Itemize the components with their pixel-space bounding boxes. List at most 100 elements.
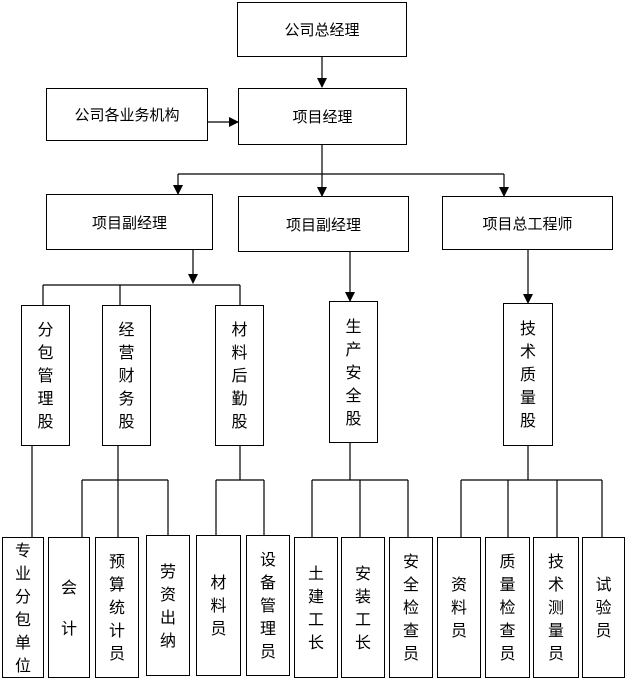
- node-label: 项目副经理: [285, 215, 361, 234]
- node-label-char: 技: [519, 319, 536, 338]
- node-label-char: 员: [210, 619, 227, 638]
- node-label-char: 设: [259, 550, 276, 569]
- node-label-char: 理: [259, 619, 276, 638]
- node-label: 项目经理: [292, 108, 353, 126]
- node-label-char: 质: [499, 552, 516, 571]
- node-label-char: 员: [108, 644, 125, 663]
- node-label-char: 技: [547, 552, 564, 571]
- node-label-char: 质: [519, 365, 536, 384]
- node-label-char: 术: [519, 342, 536, 361]
- node-quality-section: 技术质量股: [503, 303, 553, 446]
- node-label-char: 材: [210, 573, 227, 592]
- node-quality-inspector: 质量检查员: [485, 537, 530, 678]
- node-label-char: 勤: [231, 389, 248, 408]
- node-label-char: 安: [354, 563, 371, 583]
- node-label-char: 全: [402, 575, 419, 594]
- node-label-char: 量: [499, 575, 516, 594]
- node-label-char: 建: [307, 586, 324, 606]
- node-label-char: 计: [60, 618, 77, 638]
- node-subcontract-section: 分包管理股: [21, 305, 70, 446]
- node-label-char: 纳: [159, 630, 176, 650]
- node-label-char: 材: [231, 320, 248, 339]
- node-label-char: 经: [118, 320, 135, 339]
- node-label-char: 股: [345, 408, 362, 428]
- node-civil-foreman: 土建工长: [294, 537, 338, 678]
- node-label-char: 资: [450, 575, 467, 594]
- node-label-char: 股: [519, 411, 536, 430]
- node-label-char: 检: [499, 598, 516, 617]
- node-label-char: 备: [259, 573, 276, 592]
- node-label-char: 单: [14, 632, 31, 652]
- node-label-char: 料: [231, 343, 248, 362]
- node-label-char: 量: [519, 388, 536, 407]
- node-label: 项目副经理: [91, 213, 167, 232]
- node-label-char: 术: [547, 575, 564, 594]
- node-accountant: 会 计: [48, 537, 90, 678]
- node-label-char: 员: [499, 644, 516, 663]
- node-label-char: 后: [231, 366, 248, 385]
- node-label: 公司总经理: [284, 21, 360, 39]
- node-survey-technician: 技术测量员: [533, 537, 579, 678]
- node-label-char: 统: [108, 598, 125, 617]
- node-material-clerk: 材料员: [196, 535, 241, 676]
- node-label-char: 股: [118, 412, 135, 431]
- node-label-char: 管: [259, 596, 276, 615]
- node-label-char: 测: [547, 598, 564, 617]
- node-label-char: 验: [595, 598, 612, 617]
- node-label-char: 量: [547, 621, 564, 640]
- node-project-manager: 项目经理: [238, 88, 407, 145]
- node-equipment-manager: 设备管理员: [246, 535, 290, 676]
- node-label-char: 员: [547, 644, 564, 663]
- node-label-char: 长: [307, 632, 324, 652]
- node-logistics-section: 材料后勤股: [215, 305, 264, 446]
- node-label-char: 计: [108, 621, 125, 640]
- node-budget-statistician: 预算统计员: [95, 537, 139, 678]
- node-labor-cashier: 劳资出纳: [146, 535, 190, 676]
- node-label: 项目总工程师: [482, 214, 573, 233]
- node-label-char: 务: [118, 389, 135, 408]
- node-label-char: 工: [354, 609, 371, 629]
- node-label-char: 包: [14, 609, 31, 629]
- node-label-char: 位: [14, 655, 31, 675]
- node-subcontract-unit: 专业分包单位: [2, 537, 44, 678]
- node-label-char: 查: [499, 621, 516, 640]
- node-label-char: 产: [345, 339, 362, 359]
- node-label-char: 出: [159, 607, 176, 627]
- node-label-char: 包: [37, 343, 54, 362]
- node-label-char: 土: [307, 563, 324, 583]
- node-label-char: 全: [345, 385, 362, 405]
- node-label-char: 理: [37, 389, 54, 408]
- node-finance-section: 经营财务股: [102, 305, 151, 446]
- node-label-char: 工: [307, 609, 324, 629]
- node-label-char: 算: [108, 575, 125, 594]
- node-general-manager: 公司总经理: [237, 2, 407, 57]
- node-label-char: 检: [402, 598, 419, 617]
- node-document-clerk: 资料员: [437, 537, 481, 678]
- node-label-char: 股: [37, 412, 54, 431]
- node-label-char: 专: [14, 540, 31, 560]
- node-label-char: 员: [402, 644, 419, 663]
- node-label-char: 试: [595, 575, 612, 594]
- node-label-char: 分: [37, 320, 54, 339]
- node-label-char: 管: [37, 366, 54, 385]
- node-deputy-manager-1: 项目副经理: [46, 194, 213, 250]
- node-label-char: 长: [354, 632, 371, 652]
- node-label-char: 预: [108, 552, 125, 571]
- node-label-char: 股: [231, 412, 248, 431]
- node-label-char: 业: [14, 563, 31, 583]
- node-label-char: 员: [450, 621, 467, 640]
- node-install-foreman: 安装工长: [341, 537, 385, 678]
- node-label-char: 安: [345, 362, 362, 382]
- node-label-char: 资: [159, 584, 176, 604]
- node-label-char: 查: [402, 621, 419, 640]
- node-label-char: 财: [118, 366, 135, 385]
- node-label-char: 分: [14, 586, 31, 606]
- node-deputy-manager-2: 项目副经理: [238, 196, 409, 252]
- node-label-char: 料: [450, 598, 467, 617]
- node-label-char: 会: [60, 577, 77, 597]
- node-label-char: [66, 599, 71, 617]
- node-label-char: 安: [402, 552, 419, 571]
- node-label-char: 生: [345, 316, 362, 336]
- node-label-char: 劳: [159, 561, 176, 581]
- node-label-char: 员: [259, 642, 276, 661]
